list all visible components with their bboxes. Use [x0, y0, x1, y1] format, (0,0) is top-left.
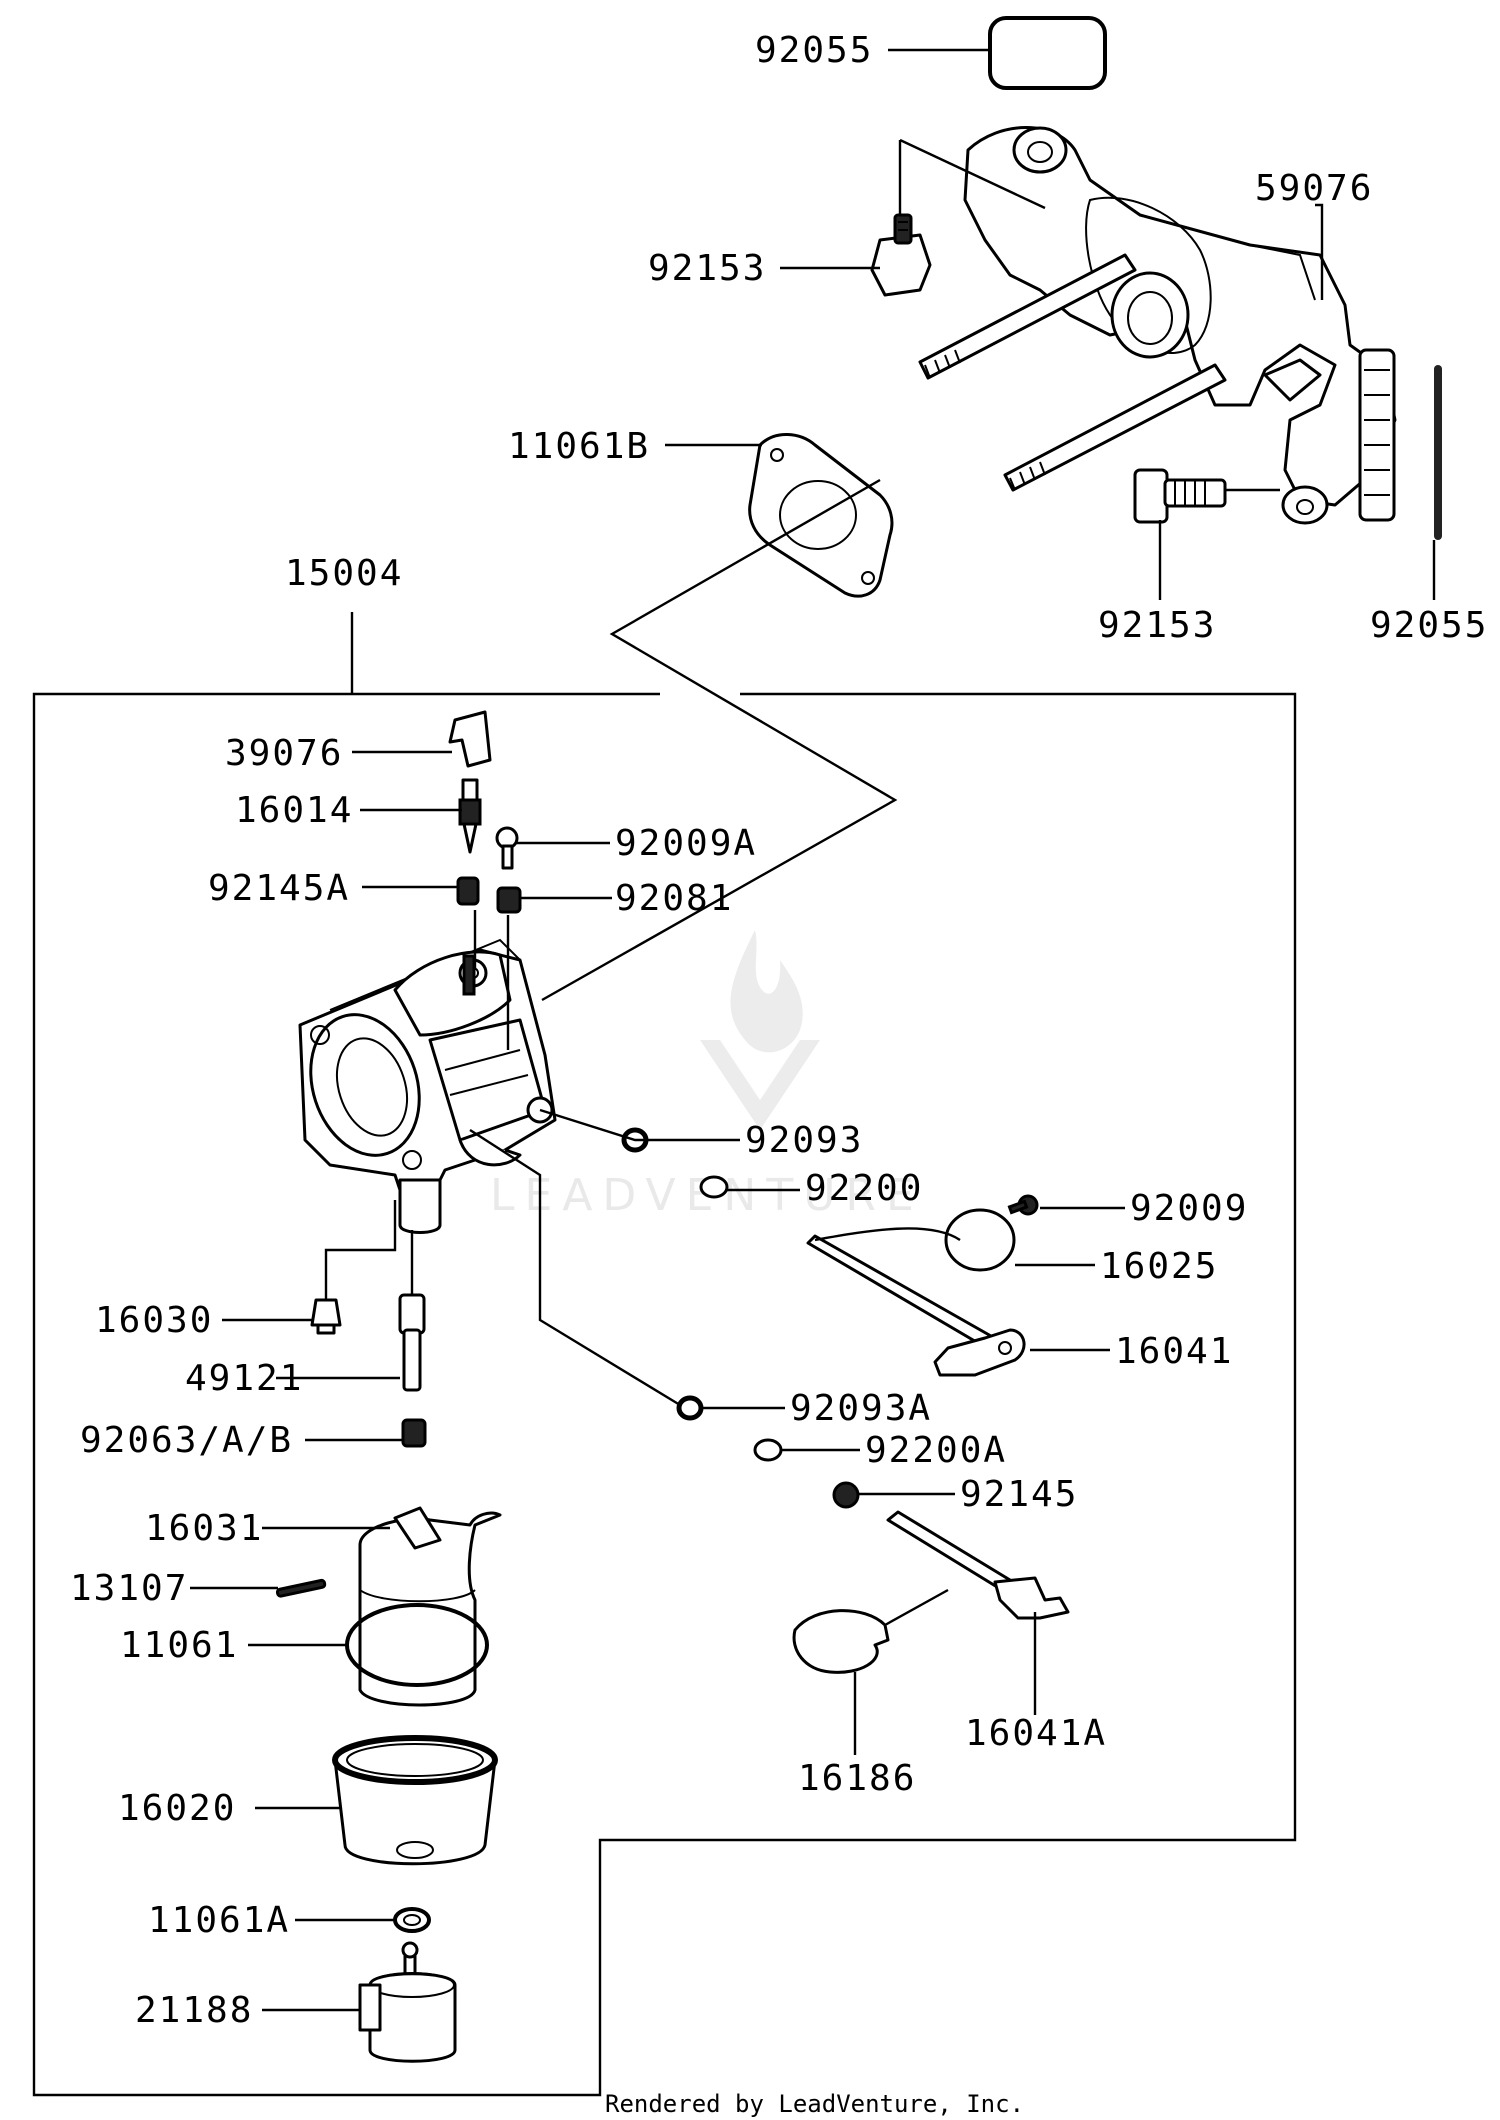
callout-92200A: 92200A: [865, 1430, 1007, 1471]
callout-21188: 21188: [135, 1990, 253, 2031]
main-jet-16030: [310, 1298, 342, 1335]
bolt-92153-upper: [870, 213, 932, 297]
manifold-seal-92055: [988, 16, 1107, 90]
callout-16025: 16025: [1100, 1246, 1218, 1287]
callout-92145A: 92145A: [208, 868, 350, 909]
screw-92009: [1007, 1194, 1039, 1216]
spring-92081: [496, 886, 522, 914]
callout-92200: 92200: [805, 1168, 923, 1209]
callout-92055-top: 92055: [755, 30, 873, 71]
callout-16014: 16014: [235, 790, 353, 831]
watermark-text: LEADVENTURE: [490, 1170, 924, 1221]
intake-manifold-59076: [918, 126, 1397, 525]
callout-15004: 15004: [285, 553, 403, 594]
solenoid-21188: [358, 1941, 457, 2063]
throttle-shaft-16041: [806, 1234, 1026, 1377]
callout-11061B: 11061B: [508, 426, 650, 467]
callout-92055-side: 92055: [1370, 605, 1488, 646]
washer-92200: [699, 1175, 729, 1199]
bolt-92153-lower: [1133, 468, 1227, 524]
seal-92093A: [676, 1395, 704, 1421]
throttle-plate-16025: [944, 1208, 1016, 1272]
callout-49121: 49121: [185, 1358, 303, 1399]
callout-92153-lower: 92153: [1098, 605, 1216, 646]
callout-39076: 39076: [225, 733, 343, 774]
centerline: [541, 478, 898, 1002]
watermark: LEADVENTURE: [490, 930, 924, 1221]
callout-labels: 92055 59076 92153 11061B 92153 92055 150…: [70, 30, 1488, 2031]
assembly-frame-15004: [32, 692, 1297, 2097]
callout-92009: 92009: [1130, 1188, 1248, 1229]
float-valve-16014: [458, 778, 482, 854]
choke-shaft-16041A: [886, 1510, 1070, 1620]
callout-92063-A-B: 92063/A/B: [80, 1420, 293, 1461]
leader-lines: [190, 48, 1436, 2012]
float-pin-13107: [275, 1578, 327, 1598]
jet-92063: [401, 1418, 427, 1448]
oring-11061A: [393, 1907, 431, 1933]
callout-16041A: 16041A: [965, 1713, 1107, 1754]
choke-lever-39076: [448, 710, 492, 768]
spring-92145: [832, 1481, 860, 1509]
callout-11061A: 11061A: [148, 1900, 290, 1941]
callout-59076: 59076: [1255, 168, 1373, 209]
choke-plate-16186: [792, 1609, 890, 1674]
callout-16030: 16030: [95, 1300, 213, 1341]
callout-92081: 92081: [615, 878, 733, 919]
float-16031: [358, 1506, 502, 1707]
manifold-seal-92055-side: [1434, 365, 1442, 540]
spring-92145A: [456, 876, 480, 906]
callout-92009A: 92009A: [615, 823, 757, 864]
callout-16186: 16186: [798, 1758, 916, 1799]
callout-92153-upper: 92153: [648, 248, 766, 289]
callout-92145: 92145: [960, 1474, 1078, 1515]
screw-92009A: [495, 826, 519, 870]
washer-92200A: [753, 1438, 783, 1462]
callout-16041: 16041: [1115, 1331, 1233, 1372]
carburetor-body: [298, 938, 557, 1234]
callout-92093: 92093: [745, 1120, 863, 1161]
callout-92093A: 92093A: [790, 1388, 932, 1429]
pilot-jet-49121: [398, 1293, 426, 1392]
callout-16031: 16031: [145, 1508, 263, 1549]
callout-11061: 11061: [120, 1625, 238, 1666]
callout-16020: 16020: [118, 1788, 236, 1829]
render-credit: Rendered by LeadVenture, Inc.: [605, 2090, 1024, 2118]
float-bowl-16020: [332, 1735, 498, 1866]
callout-13107: 13107: [70, 1568, 188, 1609]
